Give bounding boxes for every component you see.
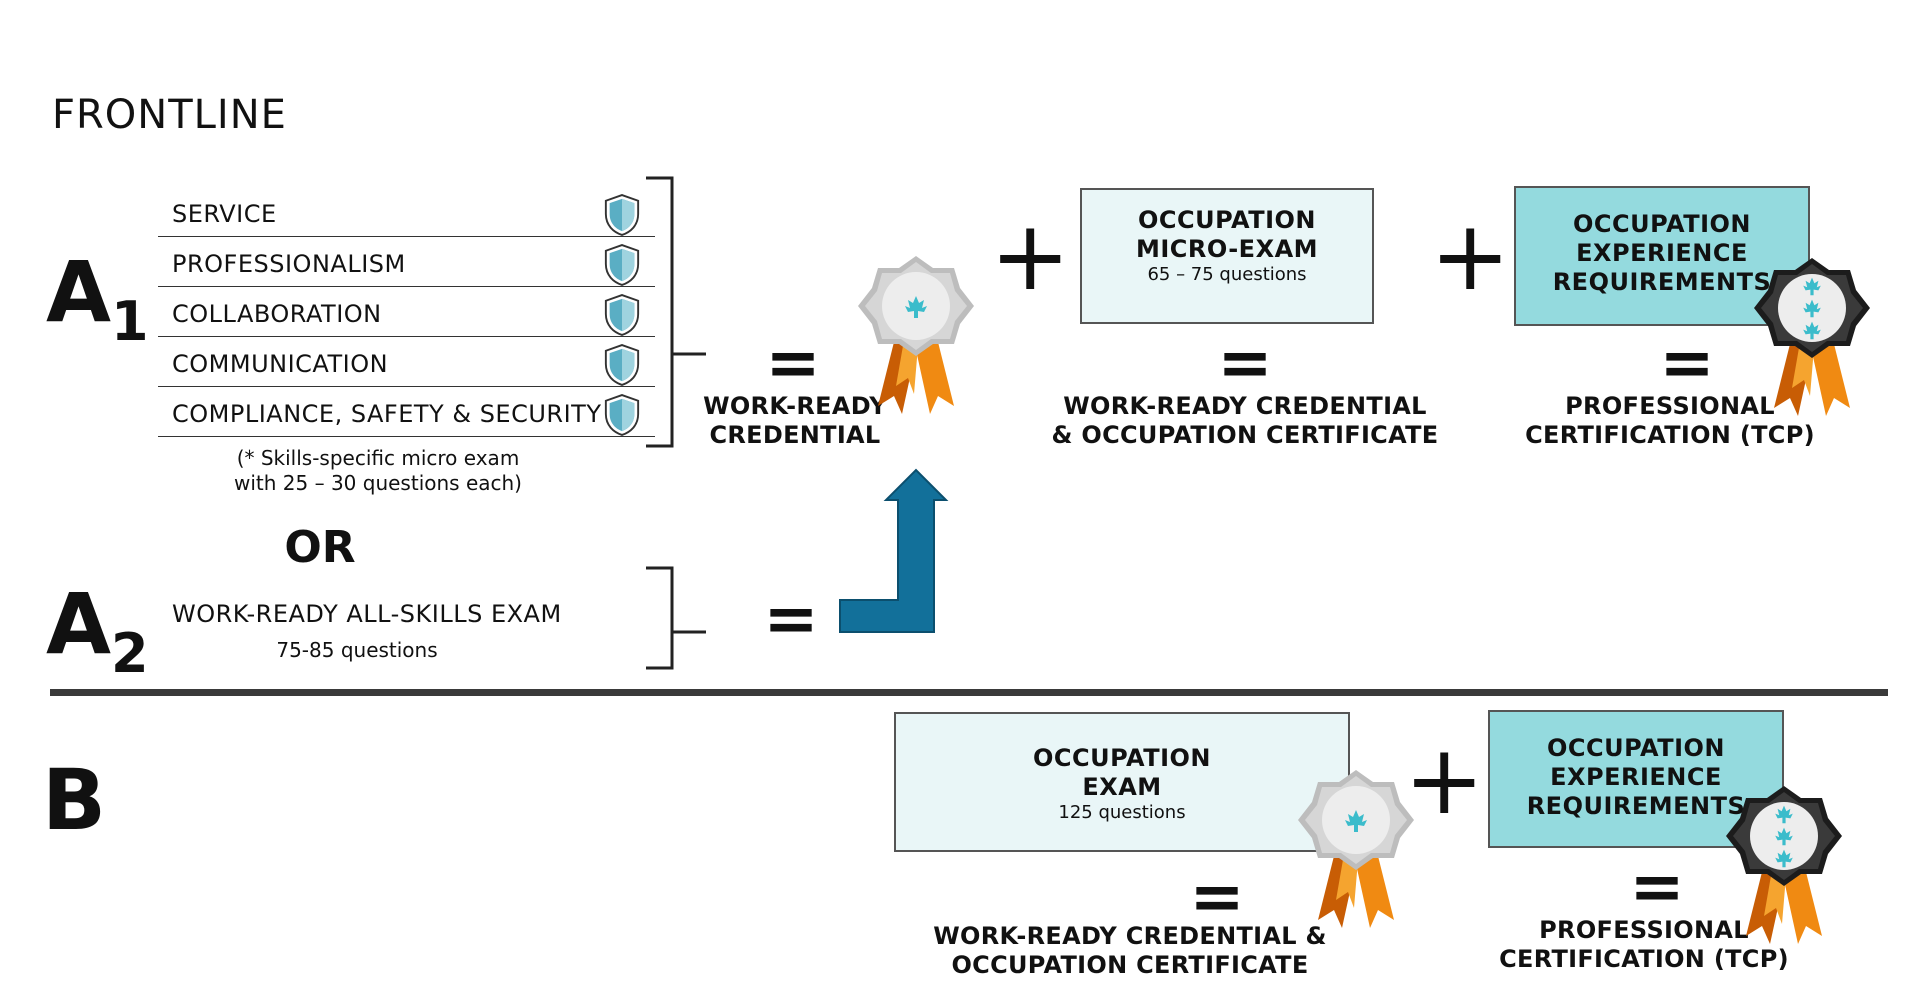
skill-label: COMPLIANCE, SAFETY & SECURITY [172,400,602,428]
exam-b-result: WORK-READY CREDENTIAL & OCCUPATION CERTI… [933,922,1327,979]
bracket-a1 [646,176,706,448]
path-a1-label: A1 [46,243,149,353]
equals-experience-b: = [1629,848,1685,925]
maple-leaf-icon [1775,805,1793,868]
path-a2-label: A2 [46,575,149,685]
micro-exam-result: WORK-READY CREDENTIAL & OCCUPATION CERTI… [1051,392,1439,449]
skill-row-communication: COMMUNICATION [158,337,655,387]
plus-sign-1: + [990,200,1071,312]
maple-leaf-icon [1345,810,1367,832]
a2-exam-label: WORK-READY ALL-SKILLS EXAM [172,600,562,628]
skill-row-professionalism: PROFESSIONALISM [158,237,655,287]
skill-label: COLLABORATION [172,300,382,328]
black-badge-icon [1726,786,1842,944]
equals-exam-b: = [1189,858,1245,935]
skill-label: PROFESSIONALISM [172,250,406,278]
shield-icon [604,344,640,386]
a2-exam-questions: 75-85 questions [276,638,438,662]
plus-sign-b: + [1404,724,1485,836]
shield-icon [604,194,640,236]
occupation-exam-box: OCCUPATION EXAM 125 questions [894,712,1350,852]
shield-icon [604,294,640,336]
silver-badge-icon [858,256,974,414]
equals-micro-exam: = [1217,324,1273,401]
maple-leaf-icon [1803,277,1821,340]
skill-label: SERVICE [172,200,277,228]
skill-row-collaboration: COLLABORATION [158,287,655,337]
black-badge-icon [1754,258,1870,416]
skill-row-compliance: COMPLIANCE, SAFETY & SECURITY [158,387,655,437]
silver-badge-icon [1298,770,1414,928]
maple-leaf-icon [905,296,927,318]
occupation-micro-exam-box: OCCUPATION MICRO-EXAM 65 – 75 questions [1080,188,1374,324]
occupation-experience-box-b: OCCUPATION EXPERIENCE REQUIREMENTS [1488,710,1784,848]
shield-icon [604,394,640,436]
bracket-a2 [646,566,706,670]
equals-a2: = [763,580,819,657]
professional-certification-result-b: PROFESSIONAL CERTIFICATION (TCP) [1499,916,1789,973]
or-label: OR [284,522,356,573]
section-divider [50,689,1888,696]
page-title: FRONTLINE [52,92,287,138]
path-b-label: B [42,751,107,849]
skill-row-service: SERVICE [158,187,655,237]
equals-experience: = [1659,324,1715,401]
shield-icon [604,244,640,286]
up-arrow-icon [839,468,949,633]
equals-a1: = [765,324,821,401]
skills-note: (* Skills-specific micro exam with 25 – … [234,446,522,495]
professional-certification-result: PROFESSIONAL CERTIFICATION (TCP) [1525,392,1815,449]
skill-label: COMMUNICATION [172,350,389,378]
plus-sign-2: + [1430,200,1511,312]
work-ready-credential-label: WORK-READY CREDENTIAL [703,392,887,449]
